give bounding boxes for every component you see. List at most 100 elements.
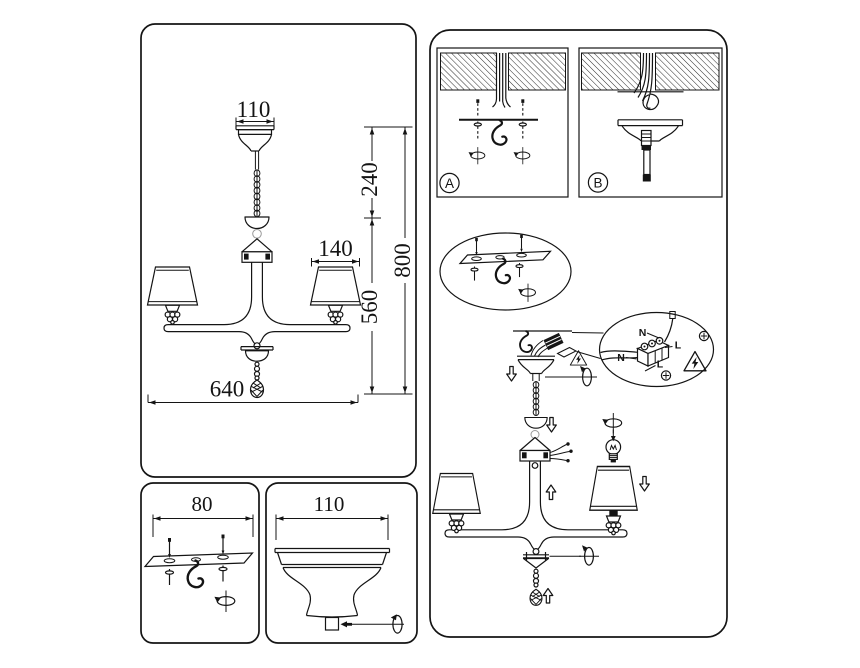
up-arrow (545, 484, 557, 501)
ceiling-hatch (655, 52, 720, 91)
screw-left (167, 537, 172, 559)
ceiling-hook (519, 330, 533, 353)
dim-total-height: 800 (390, 243, 415, 278)
hub-wires (549, 442, 573, 463)
up-arrow (542, 587, 554, 604)
holder-right (605, 515, 622, 536)
panel-installation: A (429, 29, 728, 638)
supply-wires (492, 53, 511, 108)
dim-bracket-width: 80 (192, 492, 213, 516)
chandelier-canopy (235, 125, 275, 152)
step-a: A (436, 47, 569, 198)
screw-in-indicator (340, 614, 404, 634)
label-neutral-top: N (639, 327, 647, 339)
step-b-badge (587, 172, 609, 193)
canopy-cup (274, 547, 391, 631)
leader (646, 332, 660, 339)
dim-canopy-cup-width: 110 (314, 492, 345, 516)
rotate-icon (213, 589, 236, 613)
leader (664, 346, 673, 348)
panel-canopy: 110 (265, 482, 418, 644)
cable-sleeve (669, 311, 676, 319)
chain (532, 381, 540, 416)
bracket-hole (471, 256, 482, 262)
leader (625, 357, 637, 360)
step-b: B (578, 47, 723, 198)
holder-left (164, 304, 181, 325)
rotate-icon (468, 146, 486, 165)
label-live-bottom: L (657, 359, 664, 371)
dim-shade-width: 140 (318, 236, 353, 261)
bracket-detail-callout (439, 232, 572, 311)
dim-canopy-width: 110 (237, 97, 271, 122)
callout-ellipse (598, 311, 715, 388)
fixture-hub (241, 238, 273, 263)
panel-border (429, 29, 728, 638)
callout-leader (571, 332, 604, 334)
chain-bell-cap (243, 216, 271, 230)
fixture-hub (519, 436, 551, 462)
stud-right (515, 262, 524, 278)
mounting-bracket (143, 552, 254, 568)
step-b-frame (578, 47, 723, 198)
dim-chain-drop: 240 (357, 162, 382, 197)
bottom-finial (240, 346, 274, 362)
ceiling-hook (491, 119, 508, 146)
dim-line-80 (152, 514, 254, 537)
finial-crystal (529, 588, 543, 606)
terminal-screw-icon (698, 330, 710, 342)
panel-border (140, 482, 260, 644)
callout-leader (576, 351, 601, 359)
hung-canopy (617, 119, 684, 182)
dim-fixture-width: 640 (210, 377, 245, 402)
neutral-wire (601, 356, 639, 361)
stud-right (218, 564, 228, 583)
stud-left (470, 265, 479, 282)
screw-right (520, 98, 525, 118)
stud-left (164, 568, 175, 586)
step-a-badge (439, 172, 460, 194)
electric-warning-icon (683, 350, 707, 372)
light-bulb (605, 439, 622, 463)
shade-right (589, 465, 638, 511)
wires-on-hook (633, 52, 660, 111)
connected-terminal-block (543, 332, 564, 351)
assembly-sequence (432, 330, 650, 606)
rotate-icon (576, 365, 598, 387)
leader (644, 365, 656, 372)
screw-right (220, 533, 226, 556)
rotate-icon (517, 283, 536, 303)
small-down-arrow (610, 429, 616, 442)
dim-line-640 (147, 394, 359, 405)
rotate-icon (513, 146, 531, 165)
down-arrow (506, 365, 517, 382)
step-a-frame (436, 47, 569, 198)
wiring-detail-callout: N L N L (598, 311, 715, 388)
screw-right (519, 234, 524, 253)
washer-left (473, 122, 482, 127)
shade-right (309, 266, 362, 306)
chain-bell-cap (523, 416, 549, 429)
chandelier-chain (253, 151, 261, 218)
bracket-piece (556, 346, 578, 358)
shade-left (432, 472, 481, 515)
connector-ball (252, 229, 262, 239)
ceiling-hatch (581, 52, 641, 91)
shade-left (146, 266, 199, 306)
panel-bracket: 80 (140, 482, 260, 644)
bracket-hole (495, 255, 505, 260)
ceiling-hatch (440, 52, 497, 91)
screw-left (475, 98, 480, 118)
bottom-finial (522, 547, 550, 569)
label-live-right: L (675, 340, 682, 352)
down-arrow (546, 416, 557, 433)
dim-line-140 (311, 258, 360, 267)
dim-vertical-lines (364, 126, 413, 395)
rotate-icon (601, 412, 623, 435)
live-wire (663, 318, 674, 343)
down-arrow (639, 475, 650, 492)
panel-border (140, 23, 417, 478)
rotate-icon (578, 544, 600, 566)
step-a-label: A (445, 176, 454, 191)
bracket-hole (516, 252, 527, 258)
